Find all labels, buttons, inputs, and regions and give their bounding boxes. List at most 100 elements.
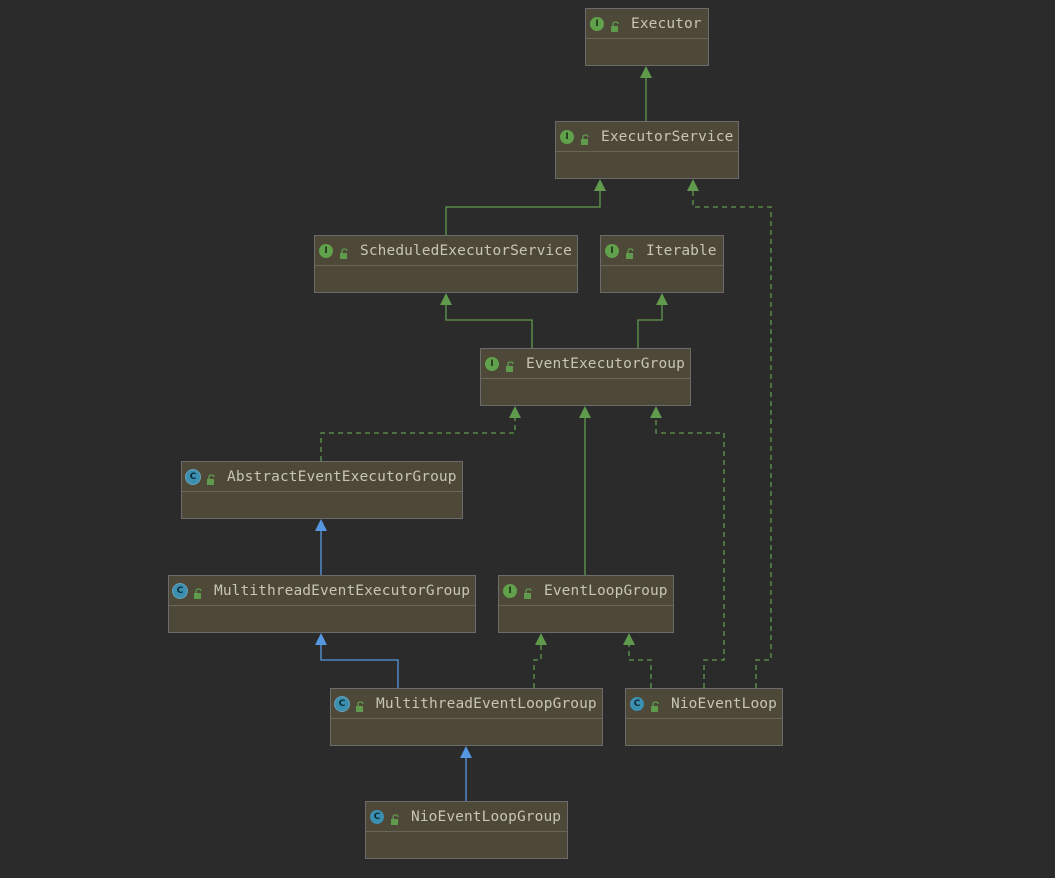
- edge-line: [320, 418, 516, 461]
- node-header: C AbstractEventExecutorGroup: [182, 462, 462, 492]
- node-executor-service[interactable]: I ExecutorService: [555, 121, 739, 179]
- arrowhead-icon: [640, 66, 652, 78]
- public-lock-icon: [522, 585, 534, 599]
- node-header: C NioEventLoop: [626, 689, 782, 719]
- public-lock-icon: [338, 245, 350, 259]
- node-scheduled-executor-service[interactable]: I ScheduledExecutorService: [314, 235, 578, 293]
- node-members-section: [182, 492, 462, 518]
- node-members-section: [366, 832, 567, 858]
- edge-multithread-event-loop-group-to-event-loop-group: [533, 633, 547, 688]
- edge-nio-event-loop-to-executor-service: [687, 179, 772, 688]
- node-header: I EventExecutorGroup: [481, 349, 690, 379]
- node-header: C MultithreadEventExecutorGroup: [169, 576, 475, 606]
- node-members-section: [556, 152, 738, 178]
- node-members-section: [601, 266, 723, 292]
- node-header: C MultithreadEventLoopGroup: [331, 689, 602, 719]
- node-header: I ExecutorService: [556, 122, 738, 152]
- node-title: EventExecutorGroup: [526, 355, 685, 372]
- arrowhead-icon: [509, 406, 521, 418]
- node-title: Executor: [631, 15, 702, 32]
- edge-multithread-event-executor-group-to-abstract-event-executor-group: [315, 519, 327, 575]
- edge-event-loop-group-to-event-executor-group: [579, 406, 591, 575]
- node-header: I Iterable: [601, 236, 723, 266]
- edge-line: [637, 305, 663, 348]
- node-title: NioEventLoop: [671, 695, 777, 712]
- node-members-section: [331, 719, 602, 745]
- public-lock-icon: [205, 471, 217, 485]
- node-event-executor-group[interactable]: I EventExecutorGroup: [480, 348, 691, 406]
- public-lock-icon: [192, 585, 204, 599]
- node-members-section: [499, 606, 673, 632]
- arrowhead-icon: [579, 406, 591, 418]
- public-lock-icon: [624, 245, 636, 259]
- edge-nio-event-loop-to-event-loop-group: [623, 633, 652, 688]
- node-iterable[interactable]: I Iterable: [600, 235, 724, 293]
- public-lock-icon: [579, 131, 591, 145]
- arrowhead-icon: [440, 293, 452, 305]
- node-title: MultithreadEventExecutorGroup: [214, 582, 471, 599]
- interface-icon: I: [503, 583, 517, 598]
- node-event-loop-group[interactable]: I EventLoopGroup: [498, 575, 674, 633]
- node-header: I EventLoopGroup: [499, 576, 673, 606]
- public-lock-icon: [609, 18, 621, 32]
- public-lock-icon: [649, 698, 661, 712]
- arrowhead-icon: [594, 179, 606, 191]
- node-executor[interactable]: I Executor: [585, 8, 709, 66]
- node-title: MultithreadEventLoopGroup: [376, 695, 597, 712]
- node-members-section: [626, 719, 782, 745]
- edge-nio-event-loop-group-to-multithread-event-loop-group: [460, 746, 472, 801]
- node-title: ExecutorService: [601, 128, 734, 145]
- public-lock-icon: [389, 811, 401, 825]
- node-members-section: [315, 266, 577, 292]
- arrowhead-icon: [623, 633, 635, 645]
- node-title: ScheduledExecutorService: [360, 242, 572, 259]
- interface-icon: I: [590, 16, 604, 31]
- edge-nio-event-loop-to-event-executor-group: [650, 406, 725, 688]
- abstract-class-icon: C: [173, 583, 187, 598]
- final-class-icon: C: [630, 696, 644, 711]
- arrowhead-icon: [535, 633, 547, 645]
- interface-icon: I: [319, 243, 333, 258]
- edge-scheduled-executor-service-to-executor-service: [445, 179, 606, 235]
- arrowhead-icon: [315, 519, 327, 531]
- arrowhead-icon: [687, 179, 699, 191]
- public-lock-icon: [354, 698, 366, 712]
- abstract-class-icon: C: [335, 696, 349, 711]
- arrowhead-icon: [650, 406, 662, 418]
- edge-multithread-event-loop-group-to-multithread-event-executor-group: [315, 633, 399, 688]
- node-title: EventLoopGroup: [544, 582, 668, 599]
- edge-line: [445, 191, 601, 235]
- node-nio-event-loop-group[interactable]: C NioEventLoopGroup: [365, 801, 568, 859]
- arrowhead-icon: [315, 633, 327, 645]
- node-title: AbstractEventExecutorGroup: [227, 468, 457, 485]
- interface-icon: I: [485, 356, 499, 371]
- edge-line: [692, 191, 772, 688]
- class-icon: C: [370, 809, 384, 824]
- edge-line: [655, 418, 725, 688]
- edge-line: [445, 305, 533, 348]
- interface-icon: I: [560, 129, 574, 144]
- edge-line: [628, 645, 652, 688]
- node-multithread-event-executor-group[interactable]: C MultithreadEventExecutorGroup: [168, 575, 476, 633]
- node-title: NioEventLoopGroup: [411, 808, 562, 825]
- abstract-class-icon: C: [186, 469, 200, 484]
- edge-event-executor-group-to-scheduled-executor-service: [440, 293, 533, 348]
- node-header: I Executor: [586, 9, 708, 39]
- node-header: I ScheduledExecutorService: [315, 236, 577, 266]
- node-title: Iterable: [646, 242, 717, 259]
- arrowhead-icon: [460, 746, 472, 758]
- node-header: C NioEventLoopGroup: [366, 802, 567, 832]
- interface-icon: I: [605, 243, 619, 258]
- public-lock-icon: [504, 358, 516, 372]
- node-nio-event-loop[interactable]: C NioEventLoop: [625, 688, 783, 746]
- edge-line: [320, 645, 399, 688]
- node-abstract-event-executor-group[interactable]: C AbstractEventExecutorGroup: [181, 461, 463, 519]
- arrowhead-icon: [656, 293, 668, 305]
- edge-line: [533, 645, 542, 688]
- node-members-section: [481, 379, 690, 405]
- node-members-section: [169, 606, 475, 632]
- node-multithread-event-loop-group[interactable]: C MultithreadEventLoopGroup: [330, 688, 603, 746]
- edge-event-executor-group-to-iterable: [637, 293, 668, 348]
